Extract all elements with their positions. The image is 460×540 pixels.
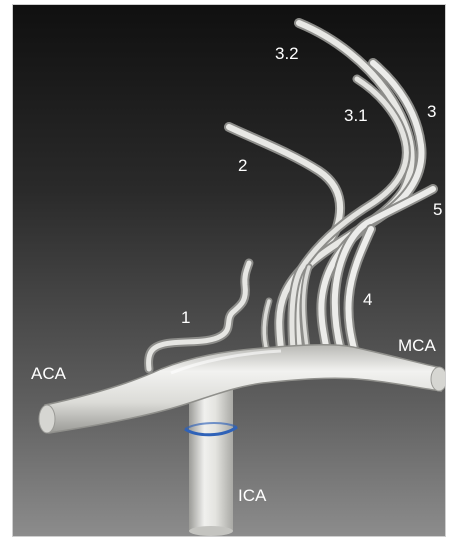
label-aca: ACA bbox=[31, 364, 67, 383]
label-branch-5: 5 bbox=[433, 200, 442, 219]
label-branch-3-1: 3.1 bbox=[344, 106, 368, 125]
label-branch-1: 1 bbox=[181, 308, 190, 327]
label-ica: ICA bbox=[238, 486, 267, 505]
label-mca: MCA bbox=[398, 336, 436, 355]
label-branch-3-2: 3.2 bbox=[275, 44, 299, 63]
main-trunk bbox=[39, 345, 446, 433]
vessel-tree-diagram: 1 2 3.2 3.1 3 5 4 MCA ACA ICA bbox=[13, 5, 446, 537]
label-branch-3: 3 bbox=[427, 102, 436, 121]
label-branch-4: 4 bbox=[363, 290, 372, 309]
label-branch-2: 2 bbox=[238, 156, 247, 175]
small-branches bbox=[149, 23, 433, 369]
vessel-render-viewport: 1 2 3.2 3.1 3 5 4 MCA ACA ICA bbox=[12, 4, 446, 537]
ica-trunk bbox=[189, 381, 233, 536]
